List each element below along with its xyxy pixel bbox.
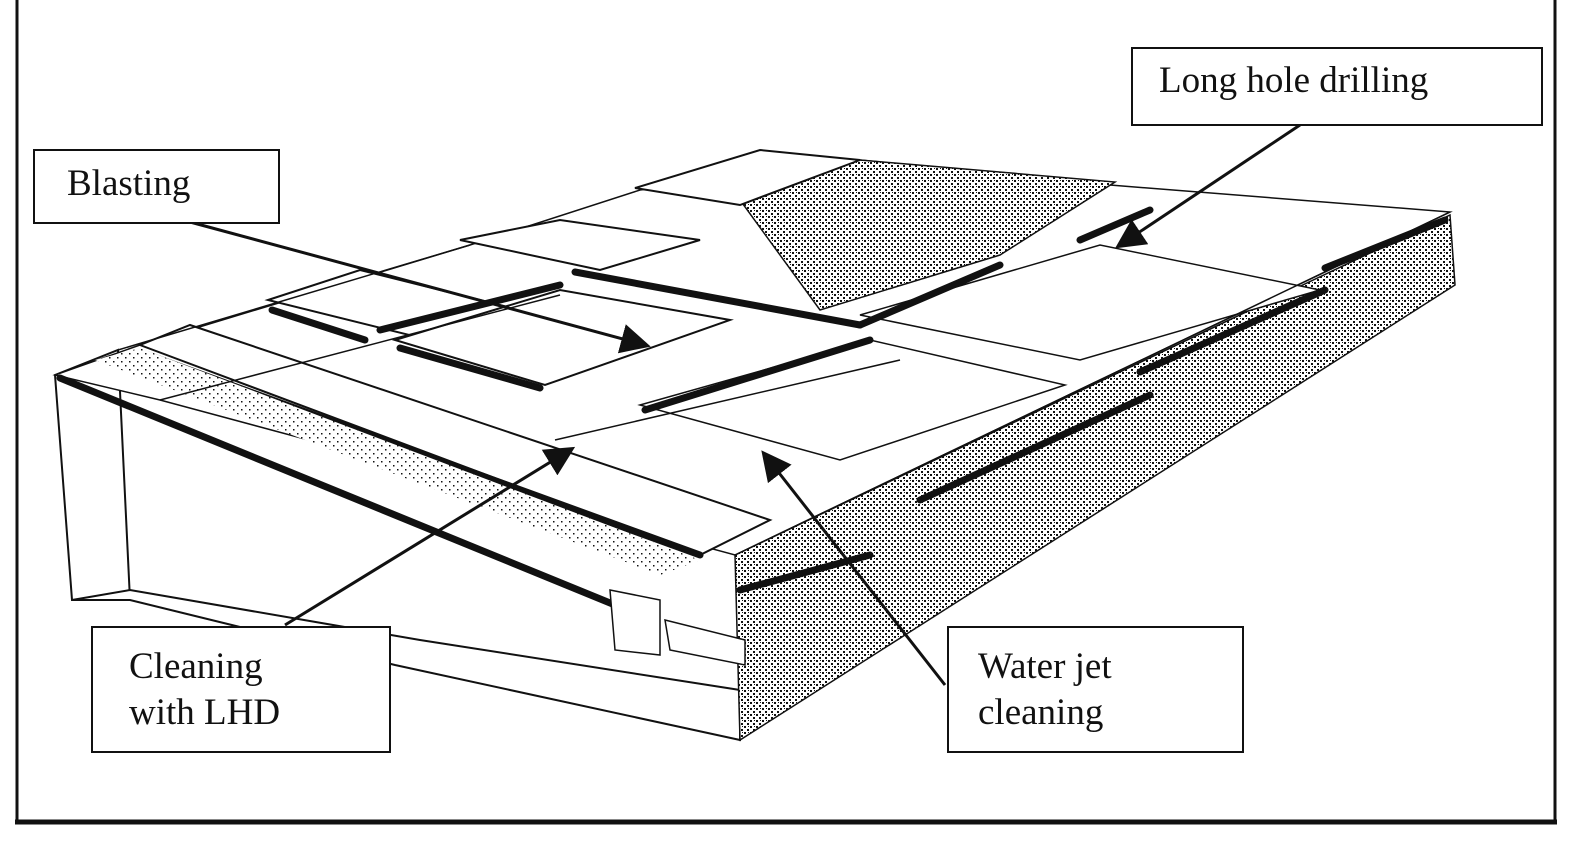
label-cleaning-line1: Cleaning [129, 646, 263, 687]
pillar-top-left [459, 218, 701, 272]
figure-border [15, 0, 1557, 825]
front-step-blocks [609, 589, 661, 656]
arrow-water-jet [761, 450, 947, 686]
label-long-hole-drilling-text: Long hole drilling [1159, 60, 1429, 101]
label-water-jet-line1: Water jet [978, 646, 1112, 687]
label-blasting-text: Blasting [67, 163, 191, 204]
mine-block-illustration [52, 148, 1456, 742]
front-step-blocks-2 [664, 618, 746, 666]
shadow-edges [56, 206, 1449, 649]
arrow-cleaning-lhd [284, 446, 576, 627]
front-strip-stippled [95, 348, 700, 575]
label-blasting: Blasting [33, 149, 280, 224]
block-right-face [734, 213, 1456, 742]
label-cleaning-line2: with LHD [129, 692, 281, 734]
outline-lines [117, 211, 1451, 556]
arrow-long-hole-drilling [1115, 123, 1301, 249]
pillar-top-center [634, 148, 861, 207]
label-cleaning-with-lhd: Cleaning with LHD [91, 626, 391, 753]
arrows [189, 123, 1301, 686]
label-water-jet-line2: cleaning [978, 692, 1104, 734]
arrow-blasting [189, 220, 651, 354]
label-long-hole-drilling: Long hole drilling [1131, 47, 1543, 126]
label-water-jet-cleaning: Water jet cleaning [947, 626, 1244, 753]
